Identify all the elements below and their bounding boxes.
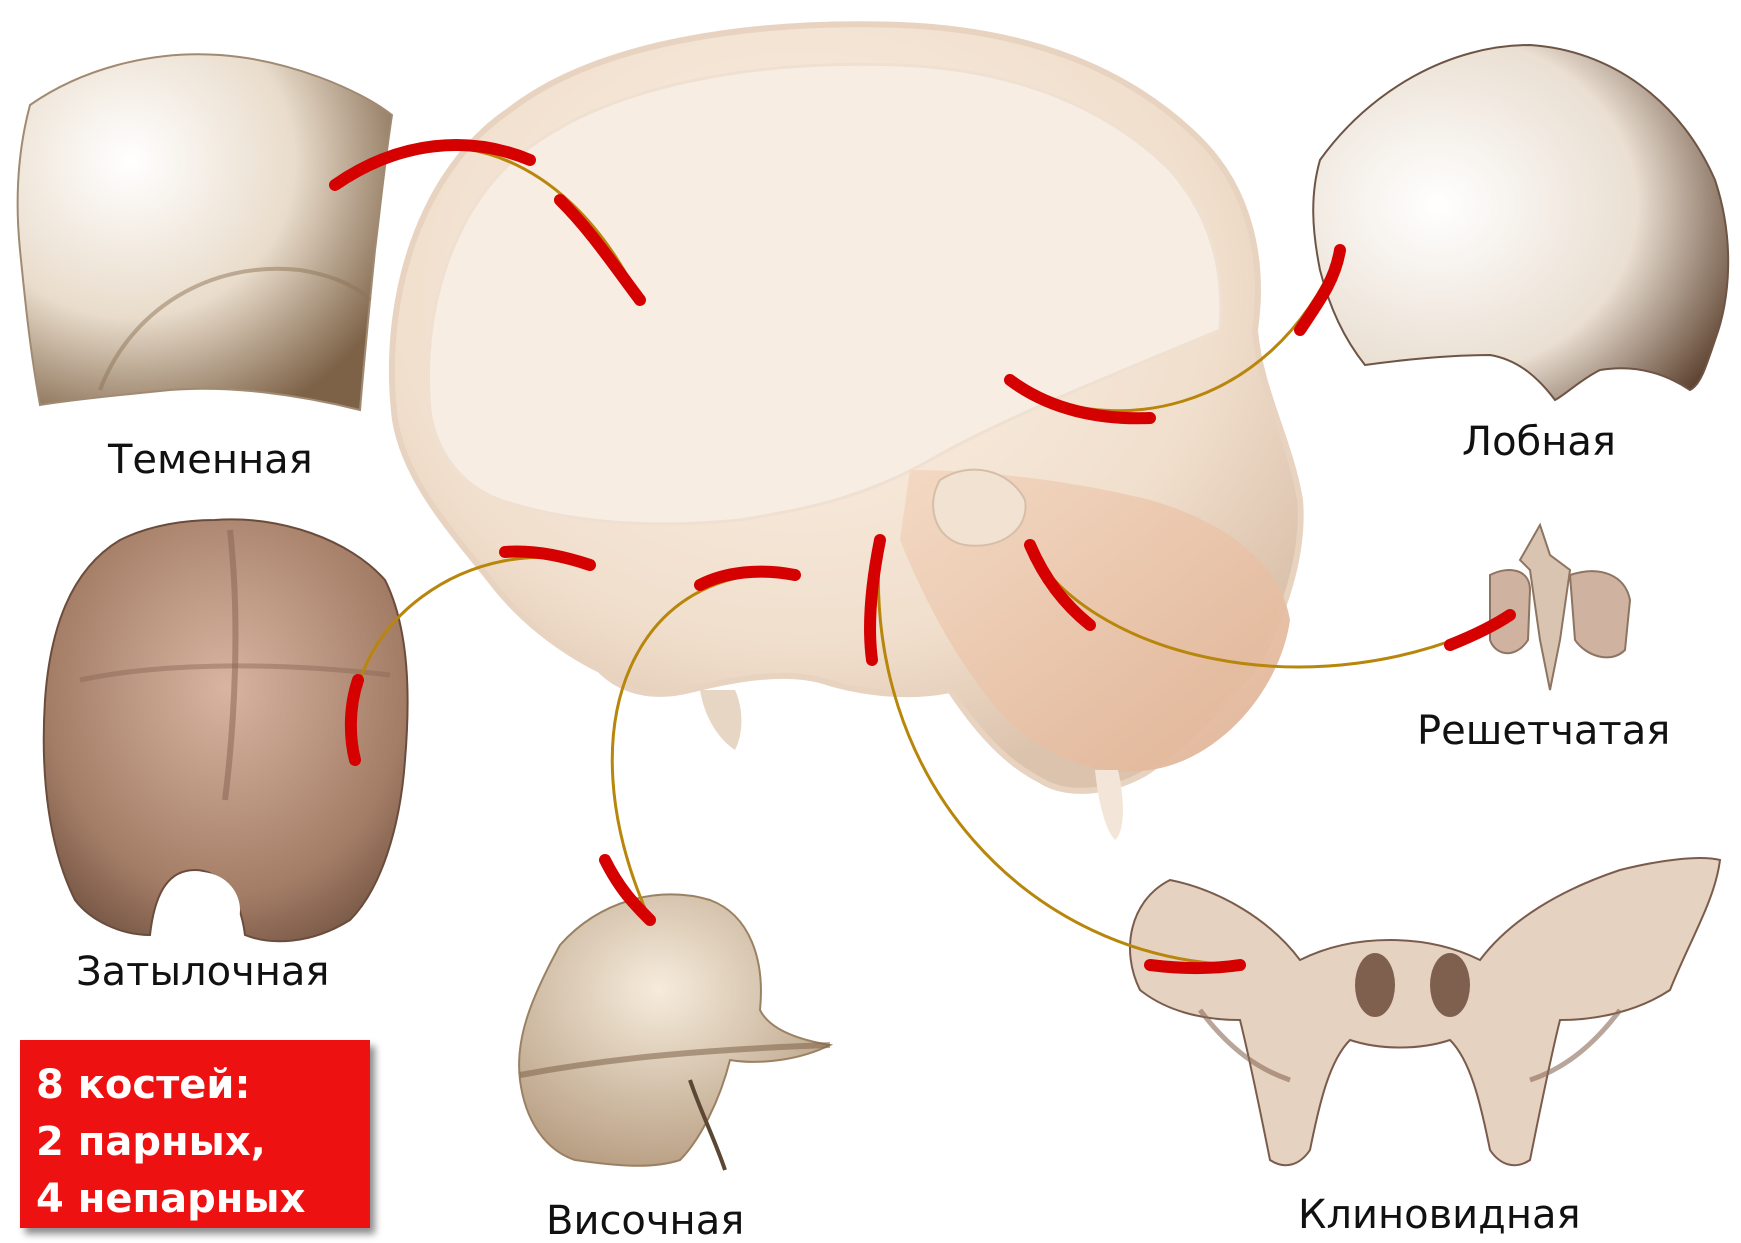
label-temporal: Височная (546, 1201, 744, 1241)
summary-box: 8 костей: 2 парных, 4 непарных (20, 1040, 370, 1228)
label-sphenoid: Клиновидная (1298, 1195, 1581, 1235)
summary-line-2: 2 парных, (36, 1114, 370, 1171)
parietal-bone-image (18, 54, 392, 410)
summary-line-1: 8 костей: (36, 1057, 370, 1114)
sphenoid-bone-image (1130, 858, 1720, 1165)
label-parietal: Теменная (108, 440, 313, 480)
label-frontal: Лобная (1462, 422, 1616, 462)
ethmoid-bone-image (1490, 525, 1630, 690)
label-occipital: Затылочная (76, 952, 329, 992)
label-ethmoid: Решетчатая (1417, 711, 1670, 751)
skull-illustration (392, 24, 1301, 840)
temporal-bone-image (519, 894, 830, 1170)
frontal-bone-image (1313, 45, 1728, 400)
summary-line-3: 4 непарных (36, 1171, 370, 1228)
